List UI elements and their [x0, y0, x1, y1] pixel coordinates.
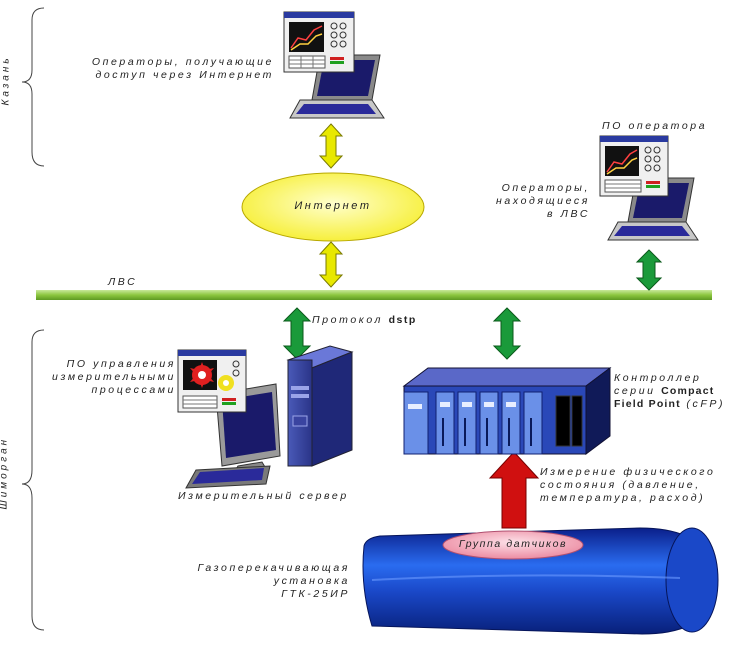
protocol-label: Протокол dstp [312, 314, 417, 327]
remote-operators-label: Операторы, получающие доступ через Интер… [91, 56, 274, 81]
controller-compact: Compact [661, 385, 715, 397]
region-label-kazan: Казань [0, 55, 12, 106]
lan-operator-laptop [607, 177, 699, 241]
lan-operator-software-window [599, 135, 669, 197]
controller-cfp: (cFP) [680, 398, 726, 410]
gas-turbine-unit [362, 527, 719, 635]
controller-series-prefix: серии [614, 385, 662, 397]
cfp-modules [403, 391, 543, 455]
gas-unit-label: Газоперекачивающая установка ГТК-25ИР [197, 562, 350, 600]
controller-arrow [492, 307, 522, 360]
protocol-prefix: Протокол [312, 314, 389, 326]
measurement-server-tower [286, 345, 354, 467]
internet-arrow-top [318, 123, 344, 169]
controller-label: Контроллер серии Compact Field Point (cF… [614, 372, 726, 410]
lan-line [36, 290, 712, 300]
sensor-group [442, 530, 584, 560]
measurement-software-label: ПО управления измерительными процессами [52, 358, 176, 396]
lan-operators-arrow [635, 249, 663, 291]
internet-label: Интернет [294, 200, 372, 212]
internet-arrow-bottom [318, 241, 344, 288]
region-label-shimorgan: Шиморган [0, 436, 10, 510]
lan-operator-software-label: ПО оператора [602, 120, 708, 132]
lan-operators-label: Операторы, находящиеся в ЛВС [496, 182, 590, 220]
measurement-arrow [488, 451, 540, 529]
remote-software-window [283, 11, 355, 73]
controller-fieldpoint: Field Point [614, 398, 681, 410]
lan-label: ЛВС [108, 276, 138, 288]
cfp-controller [402, 367, 612, 455]
protocol-name: dstp [388, 314, 417, 326]
shimorgan-bracket [21, 329, 45, 631]
server-arrow [282, 307, 312, 360]
internet-cloud [241, 172, 425, 242]
sensor-group-label: Группа датчиков [458, 538, 568, 550]
measurement-server-label: Измерительный сервер [178, 490, 349, 502]
measurement-label: Измерение физического состояния (давлени… [540, 466, 716, 504]
kazan-bracket [21, 7, 45, 167]
process-control-software-window [177, 349, 247, 413]
